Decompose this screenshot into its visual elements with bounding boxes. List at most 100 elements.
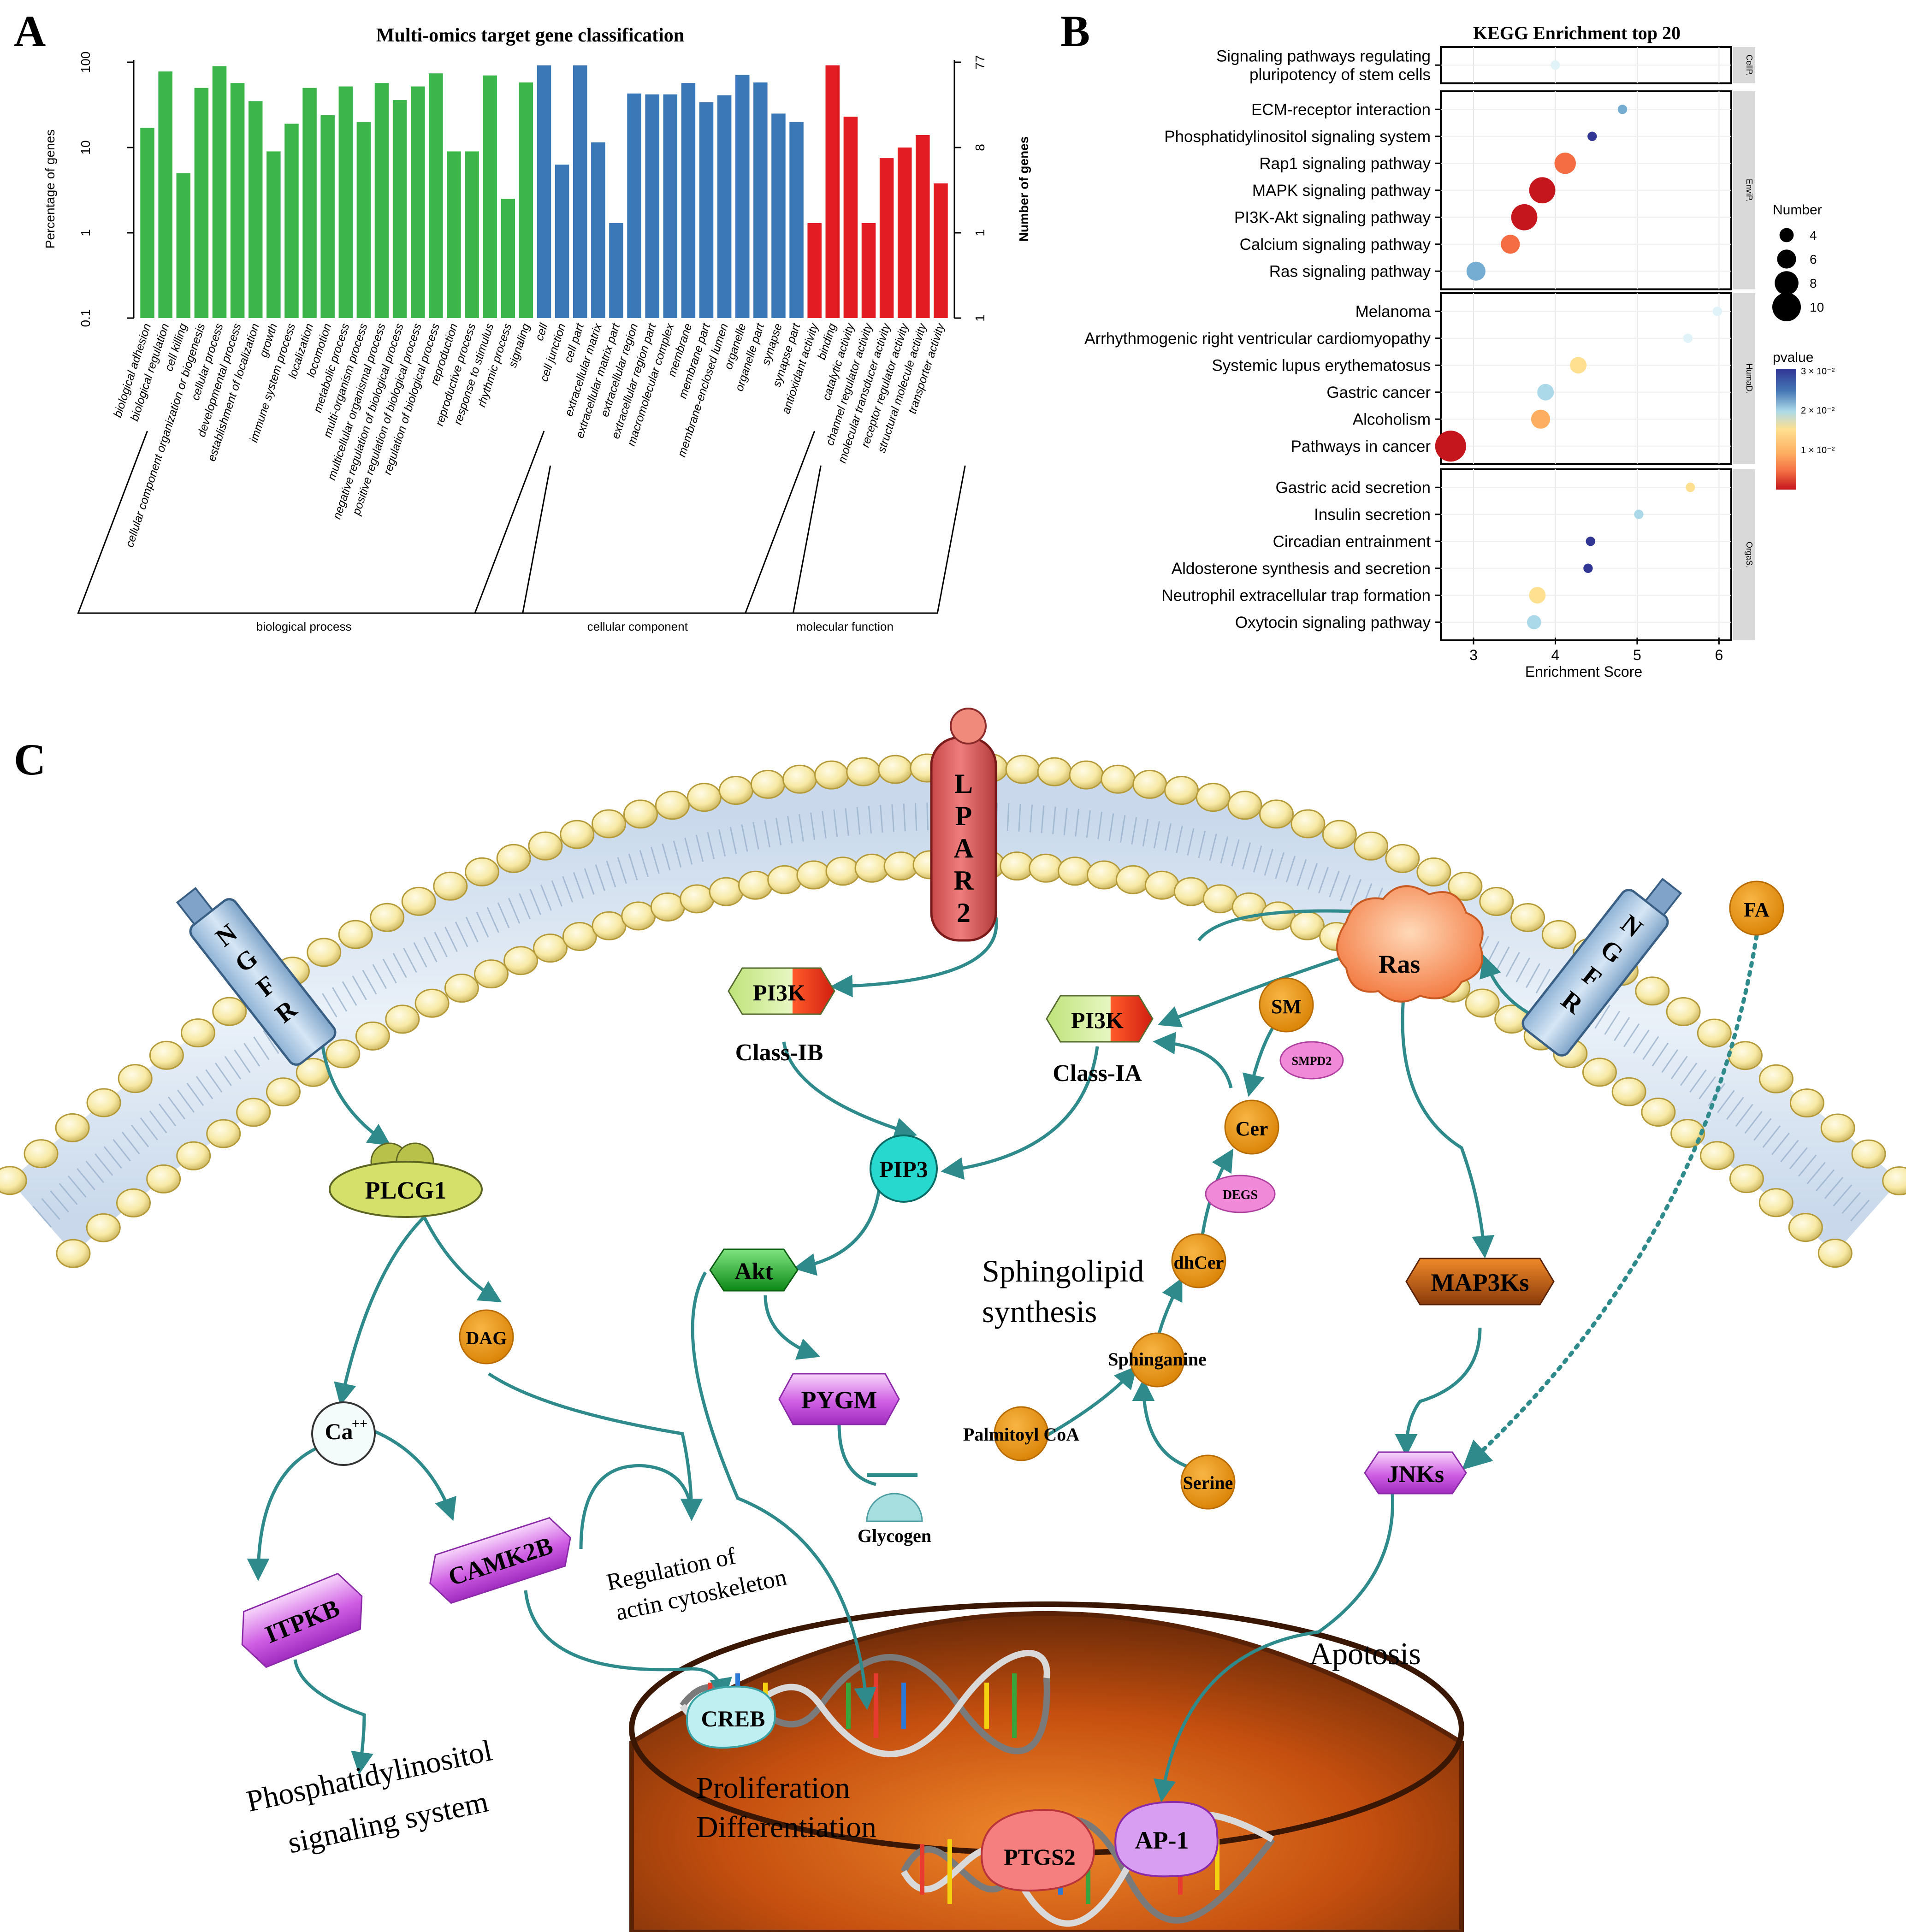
ap1-node: AP-1 xyxy=(1114,1801,1219,1878)
group-bracket-1 xyxy=(474,431,822,614)
lipid-head xyxy=(385,1004,420,1034)
lipid-head xyxy=(1510,903,1545,932)
bar-19 xyxy=(483,75,497,318)
ca-superscript: ++ xyxy=(352,1416,367,1431)
lipid-head xyxy=(1290,809,1326,839)
term-label-2-4: Alcoholism xyxy=(1353,410,1431,428)
bar-28 xyxy=(645,94,659,318)
sphingolipid-label-1: Sphingolipid xyxy=(982,1253,1144,1288)
term-label-1-3: MAPK signaling pathway xyxy=(1252,182,1431,200)
term-label-3-5: Oxytocin signaling pathway xyxy=(1235,614,1431,632)
bar-1 xyxy=(158,71,172,318)
x-tick-label-22: cell xyxy=(533,321,550,343)
lipid-head xyxy=(444,973,479,1003)
lipid-head xyxy=(24,1139,59,1169)
arrow-itpkb-phosphatidylinositol xyxy=(293,1659,373,1775)
arrow-ngfr-plcg1 xyxy=(321,1046,391,1146)
term-label-2-2: Systemic lupus erythematosus xyxy=(1212,356,1431,374)
facet-panel-3 xyxy=(1440,468,1732,641)
lipid-head xyxy=(796,860,831,890)
lipid-head xyxy=(883,851,918,881)
proliferation-label: Proliferation xyxy=(696,1771,850,1805)
dot-3-5 xyxy=(1527,615,1541,630)
glycogen-node: Glycogen xyxy=(858,1493,931,1546)
bar-7 xyxy=(266,151,281,318)
lipid-head xyxy=(680,884,715,914)
lipid-head xyxy=(1416,857,1451,886)
dot-1-1 xyxy=(1587,131,1597,141)
facet-strip-2 xyxy=(1733,293,1755,464)
lipid-head xyxy=(592,809,627,839)
bar-6 xyxy=(248,101,263,318)
lipid-head xyxy=(56,1239,91,1268)
arrow-ca-camk2b xyxy=(368,1427,456,1521)
bar-36 xyxy=(789,122,804,318)
lipid-head xyxy=(1164,776,1199,805)
group-label-1: cellular component xyxy=(587,620,688,633)
arrow-pip3-akt xyxy=(793,1175,882,1276)
lipid-head xyxy=(1086,860,1121,890)
differentiation-label: Differentiation xyxy=(696,1810,876,1844)
lipid-head xyxy=(118,1064,153,1093)
dot-facets: CellP.Signaling pathways regulatingpluri… xyxy=(1084,46,1755,641)
pi3k-ib-label: PI3K xyxy=(753,980,805,1005)
bar-17 xyxy=(447,151,461,318)
lipid-head xyxy=(1202,884,1237,914)
size-legend-dot-1 xyxy=(1777,249,1796,269)
nucleus xyxy=(629,1611,1464,1932)
lpar2-letter-5: 2 xyxy=(957,898,971,928)
lipid-head xyxy=(1611,1077,1646,1106)
arrow-ca-itpkb xyxy=(247,1446,319,1581)
smpd2-node: SMPD2 xyxy=(1279,1041,1344,1080)
plcg1-label: PLCG1 xyxy=(365,1176,446,1204)
bar-27 xyxy=(627,93,641,318)
arrow-camk2b-creb xyxy=(524,1590,732,1701)
lipid-head xyxy=(1670,1119,1705,1148)
arrow-map3ks-jnks xyxy=(1395,1327,1482,1457)
dhcer-label: dhCer xyxy=(1174,1252,1224,1273)
facet-panel-2 xyxy=(1440,292,1732,465)
lipid-head xyxy=(623,799,658,829)
lipid-head xyxy=(1788,1213,1823,1242)
lipid-head xyxy=(55,1113,90,1142)
pi3k-class-ia-node: PI3K Class-IA xyxy=(1046,995,1154,1087)
pathway-arrows xyxy=(247,909,1541,1802)
bar-14 xyxy=(392,100,407,318)
arrow-pi3k-ib-pip3 xyxy=(782,1041,917,1140)
bar-34 xyxy=(753,82,768,319)
term-label-2-3: Gastric cancer xyxy=(1326,384,1431,402)
y-tick-label-right-1: 1 xyxy=(973,229,987,236)
arrow-fa-jnks xyxy=(1462,934,1759,1470)
dot-3-0 xyxy=(1686,483,1695,492)
arrow-jnks-ap1 xyxy=(1153,1493,1395,1802)
lipid-head xyxy=(687,783,722,812)
size-legend-label-3: 10 xyxy=(1810,300,1824,314)
x-tick-label-b-1: 4 xyxy=(1551,647,1560,663)
akt-node: Akt xyxy=(709,1248,799,1292)
term-label-0-0-0: Signaling pathways regulating xyxy=(1216,47,1431,65)
bar-37 xyxy=(807,223,822,318)
y-tick-label-right-0: 1 xyxy=(973,314,987,322)
ras-node: Ras xyxy=(1336,885,1484,1003)
term-label-2-5: Pathways in cancer xyxy=(1291,437,1431,455)
ca-label: Ca xyxy=(325,1418,353,1444)
chart-a-title: Multi-omics target gene classification xyxy=(376,25,684,46)
plcg1-node: PLCG1 xyxy=(329,1142,483,1218)
lipid-head xyxy=(326,1039,361,1069)
facet-strip-1 xyxy=(1733,91,1755,290)
panel-b-dot-plot: B KEGG Enrichment top 20 CellP.Signaling… xyxy=(1060,6,1835,680)
lipid-head xyxy=(1005,755,1040,784)
lipid-head xyxy=(655,791,690,820)
cer-node: Cer xyxy=(1224,1099,1279,1155)
lipid-head xyxy=(1261,901,1296,931)
cer-label: Cer xyxy=(1236,1117,1268,1140)
facet-strip-label-3: OrgaS. xyxy=(1745,542,1754,568)
pi3k-class-ib-node: PI3K Class-IB xyxy=(728,967,835,1066)
sphinganine-node: Sphinganine xyxy=(1108,1332,1207,1388)
panel-b-label: B xyxy=(1060,6,1090,56)
bar-4 xyxy=(212,66,227,318)
bar-18 xyxy=(465,151,479,318)
dot-2-1 xyxy=(1683,333,1693,343)
bar-0 xyxy=(140,128,154,318)
